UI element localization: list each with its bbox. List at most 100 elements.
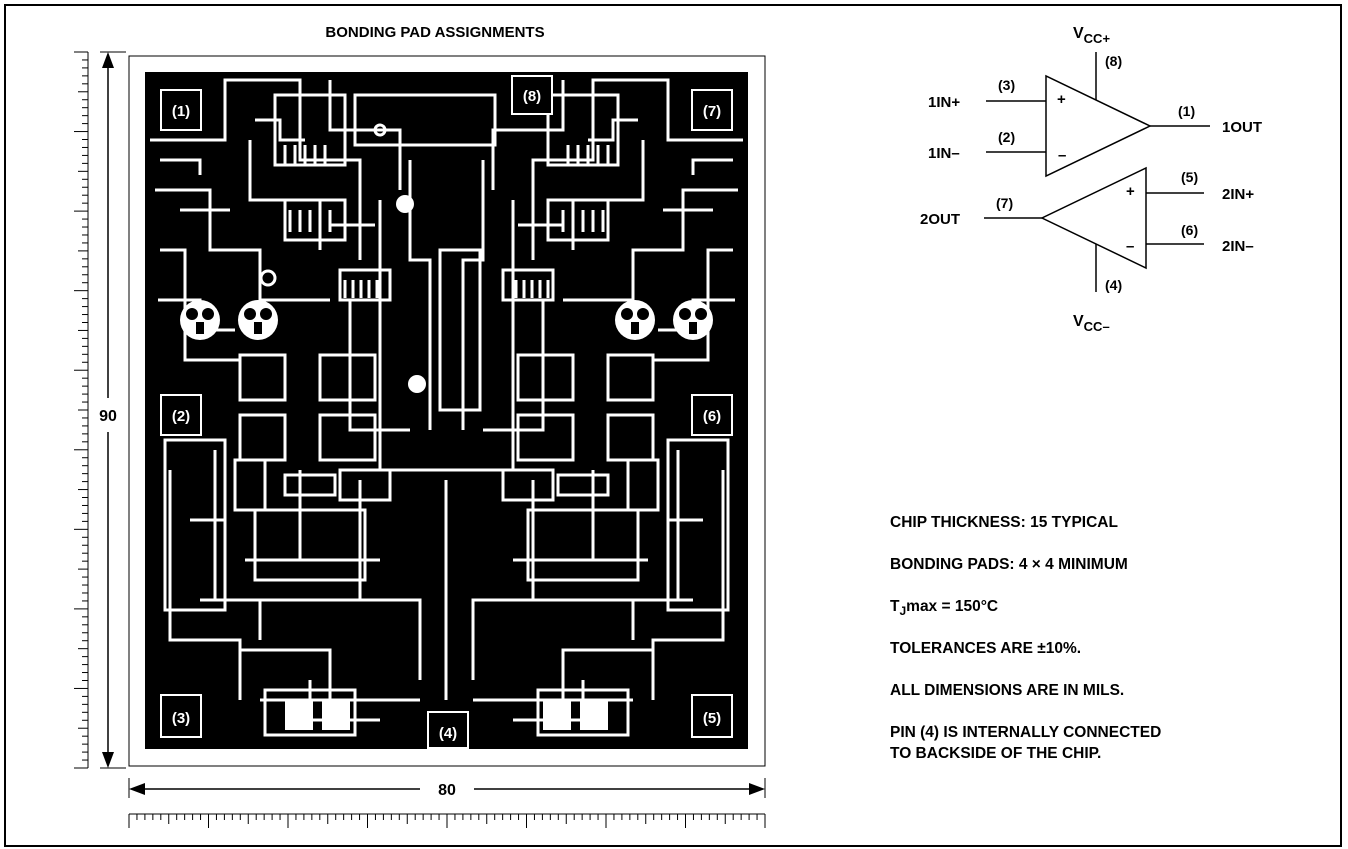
capacitor-clover	[673, 300, 713, 340]
note-thickness: CHIP THICKNESS: 15 TYPICAL	[890, 514, 1118, 531]
transistor-block	[253, 508, 367, 582]
chip-die: (1) (2) (3) (4) (5) (6) (7) (8)	[128, 55, 766, 767]
transistor-block	[606, 353, 655, 402]
height-dimension: 90	[99, 51, 126, 769]
transistor-block	[516, 353, 575, 402]
output-structure	[536, 688, 630, 737]
via-dot	[408, 375, 426, 393]
amplifier-2-triangle	[1040, 166, 1147, 270]
bond-pad-8: (8)	[511, 75, 553, 115]
transistor-block	[626, 458, 660, 512]
arrow-up-icon	[102, 52, 114, 68]
width-label: 80	[438, 782, 456, 799]
schematic-labels: VCC+ (8) (3) (2) (1) 1IN+ 1IN– 1OUT + – …	[920, 25, 1262, 334]
transistor-block	[318, 413, 377, 462]
circuit-trace	[563, 188, 738, 302]
amp2-minus-sign: –	[1126, 238, 1134, 255]
pad-label-6: (6)	[703, 408, 721, 425]
circuit-trace	[531, 78, 743, 260]
vcc-minus-label: VCC–	[1073, 313, 1110, 334]
circuit-half-left	[150, 78, 432, 737]
width-dimension: 80	[128, 778, 766, 799]
capacitor-clover	[238, 300, 278, 340]
bond-pad-2: (2)	[160, 394, 202, 436]
vertical-ruler	[74, 51, 89, 769]
circuit-trace	[651, 470, 725, 700]
circuit-trace	[483, 300, 545, 432]
horizontal-ruler	[128, 813, 766, 828]
pin1-label: (1)	[1178, 103, 1195, 119]
circuit-trace	[150, 78, 362, 260]
pin7-label: (7)	[996, 195, 1013, 211]
pad-label-4: (4)	[439, 725, 457, 742]
circuit-half-right	[461, 78, 743, 737]
circuit-trace	[200, 598, 422, 680]
arrow-right-icon	[749, 783, 765, 795]
bond-pad-4: (4)	[427, 711, 469, 749]
bond-pad-1: (1)	[160, 89, 202, 131]
capacitor-clover	[180, 300, 220, 340]
out2-label: 2OUT	[920, 211, 960, 228]
transistor-block	[233, 458, 267, 512]
in1-plus-label: 1IN+	[928, 94, 960, 111]
circuit-trace	[255, 118, 305, 142]
pin5-label: (5)	[1181, 169, 1198, 185]
output-structure	[263, 688, 357, 737]
amp2-plus-sign: +	[1126, 183, 1135, 200]
chip-notes: CHIP THICKNESS: 15 TYPICAL BONDING PADS:…	[890, 514, 1161, 762]
circuit-trace	[691, 158, 733, 175]
transistor-block	[501, 268, 555, 302]
amplifier-1-triangle	[1045, 74, 1152, 178]
amp1-plus-sign: +	[1057, 91, 1066, 108]
note-tolerances: TOLERANCES ARE ±10%.	[890, 640, 1081, 657]
transistor-block	[516, 413, 575, 462]
circuit-trace	[328, 80, 402, 190]
bond-pad-3: (3)	[160, 694, 202, 738]
circuit-trace	[461, 160, 485, 430]
note-dimensions: ALL DIMENSIONS ARE IN MILS.	[890, 682, 1124, 699]
circuit-trace	[491, 80, 565, 190]
pad-label-7: (7)	[703, 103, 721, 120]
circuit-center	[259, 93, 497, 700]
transistor-block	[501, 468, 555, 502]
arrow-left-icon	[129, 783, 145, 795]
pin3-label: (3)	[998, 77, 1015, 93]
transistor-block	[273, 93, 347, 167]
via-dot	[396, 195, 414, 213]
transistor-block	[283, 198, 347, 242]
pad-label-8: (8)	[523, 88, 541, 105]
arrow-down-icon	[102, 752, 114, 768]
circuit-trace	[168, 470, 242, 700]
pin4-label: (4)	[1105, 277, 1122, 293]
vcc-plus-label: VCC+	[1073, 25, 1110, 46]
transistor-block	[546, 198, 610, 242]
height-label: 90	[99, 408, 117, 425]
in2-plus-label: 2IN+	[1222, 186, 1254, 203]
transistor-block	[283, 473, 337, 497]
transistor-block	[526, 508, 640, 582]
transistor-block	[666, 438, 730, 612]
pin6-label: (6)	[1181, 222, 1198, 238]
pad-label-2: (2)	[172, 408, 190, 425]
bond-pad-6: (6)	[691, 394, 733, 436]
transistor-block	[238, 353, 287, 402]
bond-pad-7: (7)	[691, 89, 733, 131]
pin2-label: (2)	[998, 129, 1015, 145]
note-pin4-line2: TO BACKSIDE OF THE CHIP.	[890, 745, 1101, 762]
bond-pad-5: (5)	[691, 694, 733, 738]
transistor-block	[556, 473, 610, 497]
transistor-block	[338, 268, 392, 302]
transistor-block	[546, 93, 620, 167]
note-tj-max: TJmax = 150°C	[890, 598, 998, 618]
circuit-trace	[155, 188, 330, 302]
circuit-trace	[160, 158, 202, 175]
pad-label-5: (5)	[703, 710, 721, 727]
circuit-trace	[588, 118, 638, 142]
via-ring	[373, 123, 387, 137]
in1-minus-label: 1IN–	[928, 145, 960, 162]
note-bonding-pads: BONDING PADS: 4 × 4 MINIMUM	[890, 556, 1128, 573]
in2-minus-label: 2IN–	[1222, 238, 1254, 255]
capacitor-clover	[615, 300, 655, 340]
figure-title: BONDING PAD ASSIGNMENTS	[325, 24, 544, 41]
via-ring	[259, 269, 277, 287]
